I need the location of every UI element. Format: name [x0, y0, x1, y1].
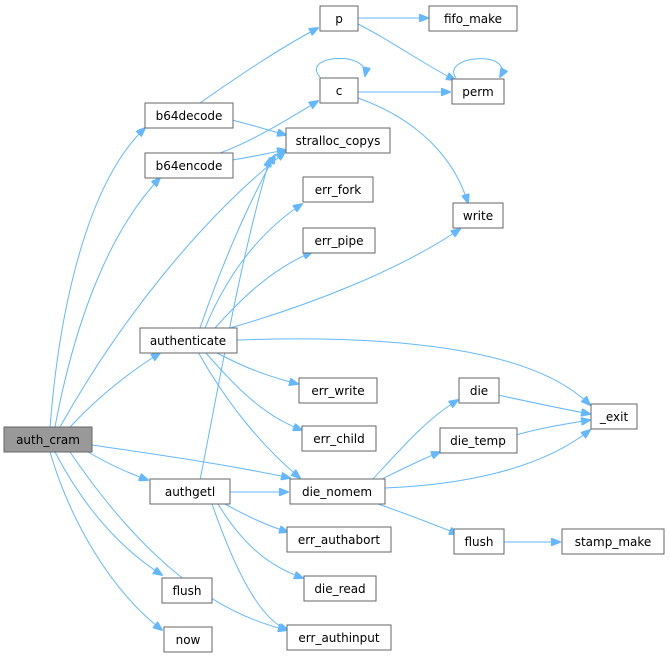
node-b64decode[interactable]: b64decode: [144, 102, 234, 129]
node-err_child[interactable]: err_child: [301, 425, 377, 452]
edge-die_nomem-exit: [384, 430, 590, 489]
node-authenticate[interactable]: authenticate: [139, 327, 238, 354]
edge-auth_cram-flush: [54, 451, 162, 575]
edge-b64decode-p: [199, 28, 318, 104]
node-label-write: write: [463, 209, 493, 223]
edge-auth_cram-authgetl: [87, 451, 148, 480]
node-perm[interactable]: perm: [451, 78, 505, 105]
node-die_read[interactable]: die_read: [303, 575, 377, 602]
node-label-die: die: [470, 384, 488, 398]
edge-authgetl-err_authabort: [224, 503, 288, 532]
node-label-err_write: err_write: [311, 384, 364, 398]
edge-c-self: [316, 58, 365, 77]
node-label-err_child: err_child: [313, 432, 365, 446]
node-err_fork[interactable]: err_fork: [302, 176, 374, 203]
edge-authenticate-die_nomem: [197, 351, 300, 478]
node-label-stralloc_copys: stralloc_copys: [296, 134, 381, 148]
edge-b64decode-stralloc: [231, 119, 286, 135]
node-label-c: c: [336, 84, 343, 98]
node-label-p: p: [335, 12, 343, 26]
node-authgetl[interactable]: authgetl: [149, 478, 231, 505]
edge-auth_cram-err_authinput: [69, 451, 287, 630]
node-label-die_read: die_read: [314, 582, 365, 596]
node-label-die_nomem: die_nomem: [302, 485, 372, 499]
node-label-exit: _exit: [599, 410, 629, 424]
node-label-err_pipe: err_pipe: [315, 234, 364, 248]
edge-die_temp-exit: [515, 420, 590, 436]
node-c[interactable]: c: [319, 77, 359, 104]
edge-authenticate-stralloc: [199, 155, 275, 329]
node-auth_cram[interactable]: auth_cram: [3, 426, 93, 453]
node-label-stamp_make: stamp_make: [575, 535, 652, 549]
edge-authenticate-err_pipe: [214, 252, 312, 329]
node-label-err_fork: err_fork: [315, 183, 362, 197]
node-die_temp[interactable]: die_temp: [439, 427, 518, 454]
node-err_authabort[interactable]: err_authabort: [286, 526, 392, 553]
node-p[interactable]: p: [319, 5, 359, 32]
node-label-err_authabort: err_authabort: [298, 533, 381, 547]
node-stralloc_copys[interactable]: stralloc_copys: [285, 127, 391, 154]
edge-auth_cram-stralloc: [59, 152, 285, 428]
node-label-b64encode: b64encode: [156, 159, 223, 173]
edge-authgetl-die_read: [217, 503, 303, 578]
edge-perm-self: [453, 58, 502, 78]
node-label-err_authinput: err_authinput: [298, 631, 379, 645]
edge-c-write: [357, 97, 468, 203]
node-err_pipe[interactable]: err_pipe: [302, 227, 376, 254]
node-label-auth_cram: auth_cram: [16, 433, 80, 447]
edge-auth_cram-die_nomem: [91, 444, 290, 478]
node-err_authinput[interactable]: err_authinput: [286, 624, 392, 651]
edge-authgetl-stralloc: [199, 158, 270, 481]
edges: [49, 18, 590, 630]
edge-authenticate-err_child: [204, 351, 302, 430]
edge-authenticate-write: [229, 229, 460, 329]
node-stamp_make[interactable]: stamp_make: [561, 528, 665, 555]
node-die_nomem[interactable]: die_nomem: [289, 478, 386, 505]
node-label-die_temp: die_temp: [450, 434, 506, 448]
node-write[interactable]: write: [452, 202, 504, 229]
node-label-flush-left: flush: [172, 584, 201, 598]
node-now[interactable]: now: [163, 626, 213, 653]
edge-authgetl-err_authinput: [211, 503, 288, 630]
edge-auth_cram-b64encode: [54, 178, 160, 428]
edge-die-exit: [497, 394, 590, 414]
node-flush-left[interactable]: flush: [161, 577, 213, 604]
edge-auth_cram-b64decode: [49, 128, 145, 428]
node-label-b64decode: b64decode: [156, 109, 223, 123]
edge-p-perm: [357, 23, 455, 80]
edge-die_nomem-die: [371, 400, 458, 481]
edge-auth_cram-now: [49, 451, 162, 630]
node-fifo_make[interactable]: fifo_make: [428, 5, 518, 32]
edge-die_nomem-flush: [377, 503, 458, 534]
node-exit[interactable]: _exit: [590, 403, 638, 430]
node-err_write[interactable]: err_write: [298, 377, 378, 404]
edge-auth_cram-authenticate: [69, 353, 160, 428]
edge-authenticate-err_fork: [204, 204, 302, 329]
edge-b64encode-stralloc: [231, 150, 286, 161]
edge-die_nomem-die_temp: [379, 452, 440, 481]
node-die[interactable]: die: [458, 377, 500, 404]
node-label-now: now: [176, 633, 201, 647]
edge-authenticate-err_write: [214, 351, 298, 384]
node-label-authenticate: authenticate: [150, 334, 226, 348]
node-label-flush-right: flush: [464, 535, 493, 549]
node-label-fifo_make: fifo_make: [444, 12, 502, 26]
node-flush-right[interactable]: flush: [453, 528, 505, 555]
edge-b64encode-c: [219, 101, 318, 154]
node-label-authgetl: authgetl: [165, 485, 215, 499]
node-label-perm: perm: [462, 85, 493, 99]
edge-authenticate-exit: [236, 338, 590, 405]
node-b64encode[interactable]: b64encode: [144, 152, 234, 179]
